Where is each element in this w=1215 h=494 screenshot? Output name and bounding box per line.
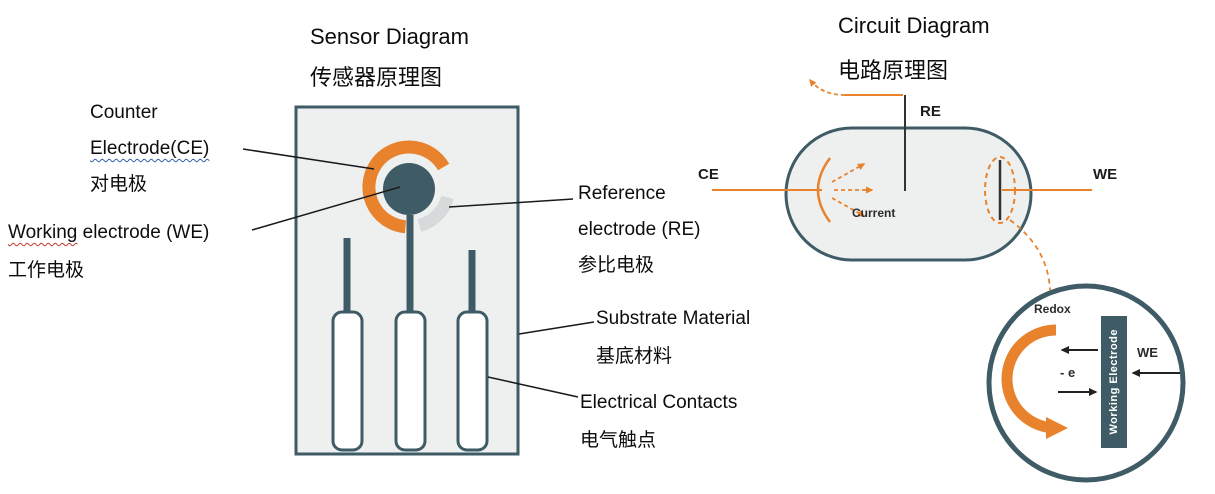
callout-line-contacts xyxy=(487,376,579,398)
working-label-rest: electrode (WE) xyxy=(77,222,210,243)
re-terminal-label: RE xyxy=(920,103,941,120)
sensor-title-en: Sensor Diagram xyxy=(310,24,469,49)
circuit-title-en: Circuit Diagram xyxy=(838,13,990,38)
callout-line-substrate xyxy=(518,321,595,335)
we-terminal-label: WE xyxy=(1093,166,1118,183)
zoom-connector-line xyxy=(1009,219,1051,291)
substrate-label-zh: 基底材料 xyxy=(596,346,673,367)
sensor-title-zh: 传感器原理图 xyxy=(310,65,443,90)
counter-label-line2: Electrode(CE) xyxy=(90,138,210,159)
callout-line-counter xyxy=(242,148,375,170)
working-label-word: Working xyxy=(8,222,78,243)
contact-pads xyxy=(331,310,489,452)
working-label-en: Working electrode (WE) xyxy=(8,222,209,244)
electron-arrows xyxy=(1058,346,1180,396)
current-arrow-down xyxy=(831,197,866,217)
working-electrode-bar-label: Working Electrode xyxy=(1108,329,1120,435)
reference-electrode-arc xyxy=(417,195,454,232)
reference-label-line2: electrode (RE) xyxy=(578,219,701,240)
electrochemical-cell-capsule xyxy=(784,126,1033,262)
we-zoom-ellipse xyxy=(984,156,1016,224)
working-electrode-bar: Working Electrode xyxy=(1101,316,1127,448)
callout-line-working xyxy=(251,186,401,231)
ce-terminal-label: CE xyxy=(698,166,719,183)
callout-lines xyxy=(242,148,595,398)
re-dashed-arrow xyxy=(809,78,846,96)
counter-label-zh: 对电极 xyxy=(90,174,148,195)
current-label: Current xyxy=(852,206,896,220)
working-electrode-disc xyxy=(383,163,435,215)
circuit-title-zh: 电路原理图 xyxy=(838,58,949,83)
working-label-zh: 工作电极 xyxy=(8,260,85,281)
contact-pad-left xyxy=(331,310,364,452)
contact-pad-right xyxy=(456,310,489,452)
redox-cycle-arrow xyxy=(1001,324,1068,439)
contacts-label-zh: 电气触点 xyxy=(580,430,657,451)
contacts-label-en: Electrical Contacts xyxy=(580,392,738,413)
reference-label-line1: Reference xyxy=(578,183,666,204)
ce-electrode-arc xyxy=(816,157,832,223)
callout-line-reference xyxy=(448,198,574,208)
we-zoom-circle xyxy=(986,283,1186,483)
counter-electrode-arc xyxy=(362,140,450,234)
contact-pad-center xyxy=(394,310,427,452)
current-flow-arrows xyxy=(831,163,874,217)
current-arrow-up xyxy=(831,163,866,183)
we-zoom-label: WE xyxy=(1137,345,1158,360)
electrode-traces xyxy=(343,215,476,314)
reference-label-zh: 参比电极 xyxy=(578,255,655,276)
counter-label-line1: Counter xyxy=(90,102,158,123)
electron-transfer-label: - e xyxy=(1060,365,1076,380)
redox-label: Redox xyxy=(1034,302,1071,316)
substrate-label-en: Substrate Material xyxy=(596,308,751,329)
